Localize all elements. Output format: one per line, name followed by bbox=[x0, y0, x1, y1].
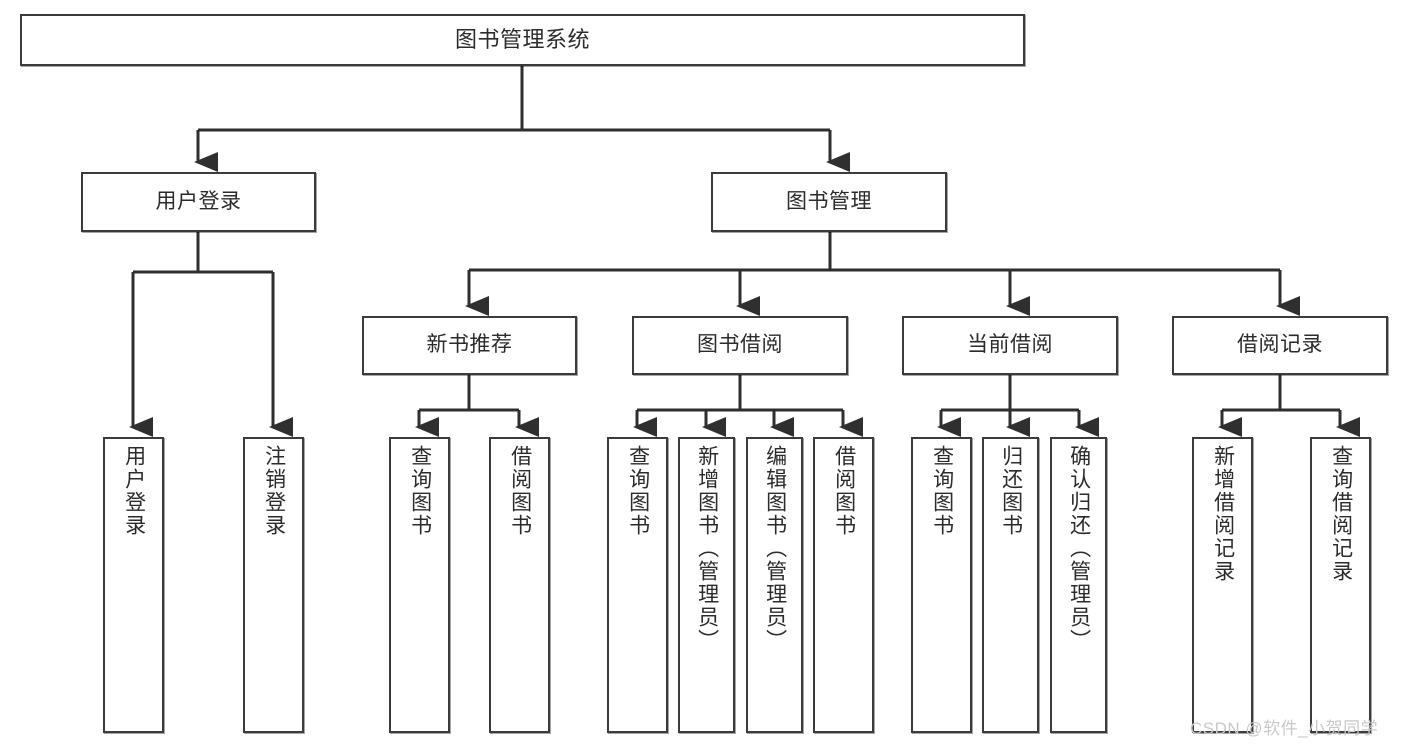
node-label: 新增图书（管理员） bbox=[695, 445, 719, 652]
node-leaf-return-book[interactable]: 归还图书 bbox=[982, 437, 1039, 733]
node-label: 确认归还（管理员） bbox=[1067, 445, 1091, 652]
node-label: 新增借阅记录 bbox=[1211, 445, 1235, 583]
node-label: 图书管理 bbox=[786, 189, 872, 213]
node-leaf-query-book-current[interactable]: 查询图书 bbox=[911, 437, 972, 733]
node-label: 查询借阅记录 bbox=[1329, 445, 1353, 583]
node-leaf-logout[interactable]: 注销登录 bbox=[243, 437, 304, 733]
node-leaf-confirm-return-admin[interactable]: 确认归还（管理员） bbox=[1050, 437, 1107, 733]
node-user-login[interactable]: 用户登录 bbox=[81, 172, 316, 232]
node-label: 编辑图书（管理员） bbox=[763, 445, 787, 652]
node-label: 借阅记录 bbox=[1237, 333, 1323, 357]
node-label: 借阅图书 bbox=[508, 445, 532, 537]
node-label: 新书推荐 bbox=[426, 333, 513, 357]
node-label: 借阅图书 bbox=[832, 445, 856, 537]
node-book-borrow[interactable]: 图书借阅 bbox=[632, 316, 848, 375]
node-root-book-management-system[interactable]: 图书管理系统 bbox=[20, 14, 1025, 66]
node-leaf-borrow-book[interactable]: 借阅图书 bbox=[813, 437, 874, 733]
node-label: 用户登录 bbox=[122, 445, 146, 537]
node-leaf-add-borrow-record[interactable]: 新增借阅记录 bbox=[1192, 437, 1253, 733]
node-label: 归还图书 bbox=[999, 445, 1023, 537]
node-leaf-add-book-admin[interactable]: 新增图书（管理员） bbox=[678, 437, 735, 733]
node-label: 查询图书 bbox=[930, 445, 954, 537]
node-current-borrow[interactable]: 当前借阅 bbox=[902, 316, 1118, 375]
node-leaf-query-book-borrow[interactable]: 查询图书 bbox=[607, 437, 668, 733]
node-leaf-borrow-book-recommend[interactable]: 借阅图书 bbox=[489, 437, 550, 733]
node-leaf-query-book-recommend[interactable]: 查询图书 bbox=[389, 437, 450, 733]
node-label: 图书管理系统 bbox=[454, 27, 590, 53]
node-leaf-edit-book-admin[interactable]: 编辑图书（管理员） bbox=[746, 437, 803, 733]
watermark: CSDN @软件_小贺同学 bbox=[1190, 719, 1379, 738]
node-label: 查询图书 bbox=[626, 445, 650, 537]
node-new-book-recommendation[interactable]: 新书推荐 bbox=[362, 316, 577, 375]
node-label: 用户登录 bbox=[155, 189, 242, 213]
node-label: 图书借阅 bbox=[697, 333, 783, 357]
node-book-management[interactable]: 图书管理 bbox=[711, 172, 947, 232]
node-label: 注销登录 bbox=[262, 445, 286, 537]
node-label: 当前借阅 bbox=[967, 333, 1053, 357]
node-borrow-records[interactable]: 借阅记录 bbox=[1172, 316, 1388, 375]
node-leaf-query-borrow-record[interactable]: 查询借阅记录 bbox=[1310, 437, 1371, 733]
node-label: 查询图书 bbox=[408, 445, 432, 537]
node-leaf-user-login[interactable]: 用户登录 bbox=[103, 437, 164, 733]
